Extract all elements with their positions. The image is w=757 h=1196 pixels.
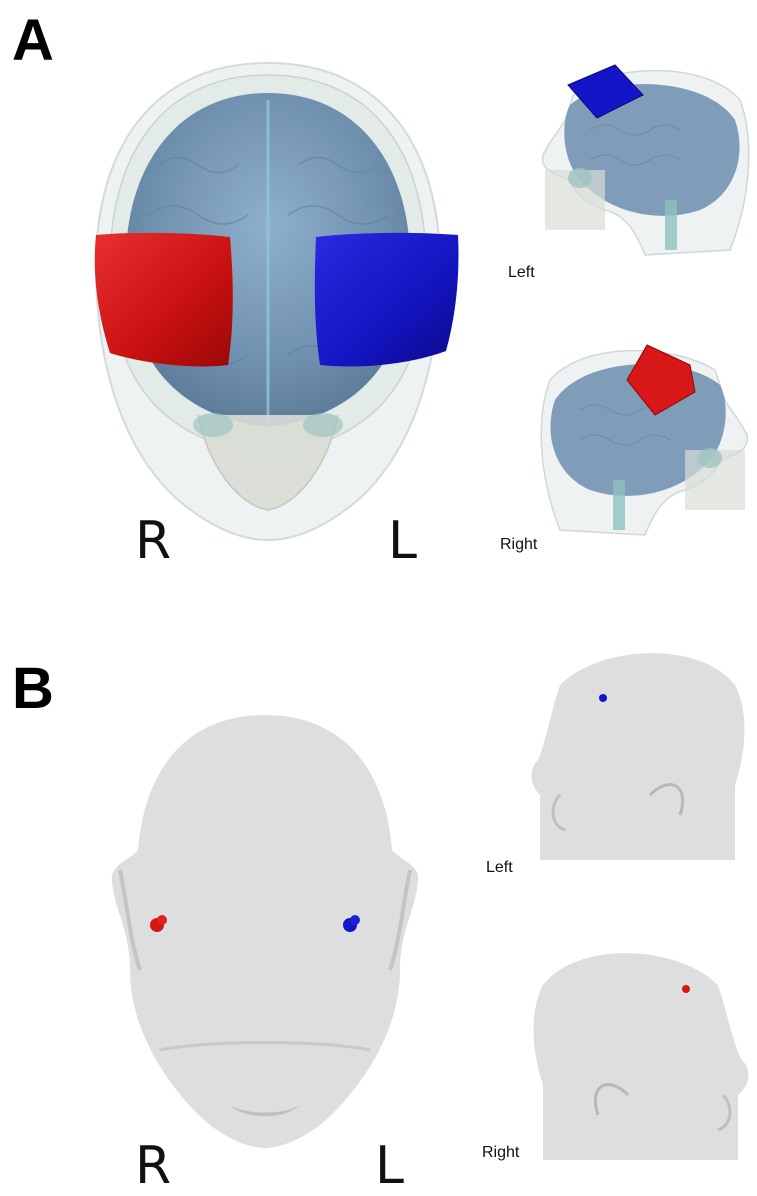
panel-b-front-view [100, 710, 430, 1150]
panel-b-left-side-label: L [375, 1140, 404, 1192]
electrode-blue-side [599, 694, 607, 702]
panel-b-side-label-right: Right [482, 1145, 519, 1161]
panel-a-side-label-left: Left [508, 265, 535, 281]
electrode-red-side [682, 985, 690, 993]
panel-b-left-side-view [530, 645, 750, 865]
panel-b-side-label-left: Left [486, 860, 513, 876]
panel-a-left-side-label: L [388, 515, 417, 567]
panel-a-left-side-view [535, 60, 755, 260]
panel-b-letter: B [12, 660, 54, 718]
electrode-pad-red [95, 233, 233, 367]
panel-a-side-label-right: Right [500, 537, 537, 553]
panel-a-right-side-label: R [135, 515, 171, 567]
panel-b-right-side-label: R [135, 1140, 171, 1192]
panel-a-front-view [88, 55, 448, 545]
panel-a-right-side-view [535, 340, 755, 540]
panel-b-right-side-view [528, 945, 753, 1165]
electrode-pad-blue [315, 233, 459, 367]
panel-a-letter: A [12, 12, 54, 70]
